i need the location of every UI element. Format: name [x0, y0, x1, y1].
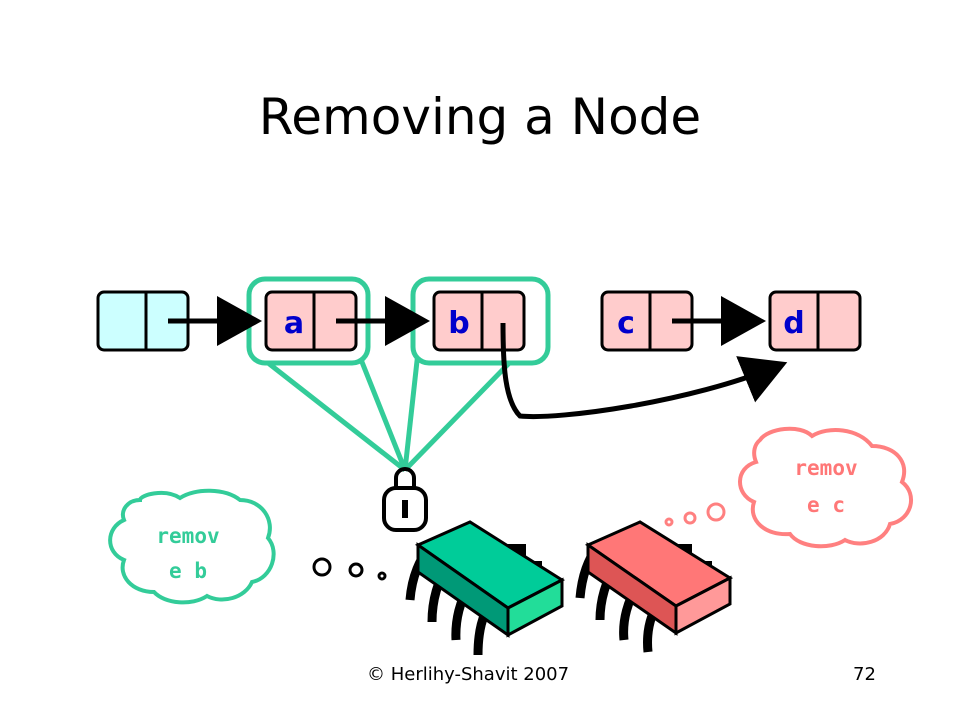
thread-chip-green	[405, 520, 566, 656]
lock-lines	[252, 350, 522, 472]
node-head	[96, 290, 190, 352]
pointer-b-to-d	[500, 322, 788, 420]
thought-left-line2: e b	[169, 559, 207, 583]
node-label-b: b	[448, 306, 469, 341]
thread-chip-red	[575, 520, 734, 653]
thought-cloud-left: remov e b	[108, 488, 276, 605]
node-label-a: a	[284, 306, 304, 341]
copyright: © Herlihy-Shavit 2007	[367, 664, 570, 685]
node-d: d	[768, 290, 862, 352]
thought-right-line2: e c	[807, 493, 845, 517]
thought-bubbles-right	[664, 502, 726, 527]
node-label-c: c	[617, 306, 635, 341]
thought-bubbles-left	[312, 557, 387, 581]
thought-cloud-right: remov e c	[738, 426, 913, 549]
thought-right-line1: remov	[794, 456, 857, 480]
node-b: b	[432, 290, 526, 352]
thought-left-line1: remov	[156, 524, 219, 548]
lock-icon	[382, 467, 428, 532]
node-c: c	[600, 290, 694, 352]
node-label-d: d	[783, 306, 804, 341]
slide-title: Removing a Node	[258, 88, 702, 146]
page-number: 72	[853, 664, 876, 685]
